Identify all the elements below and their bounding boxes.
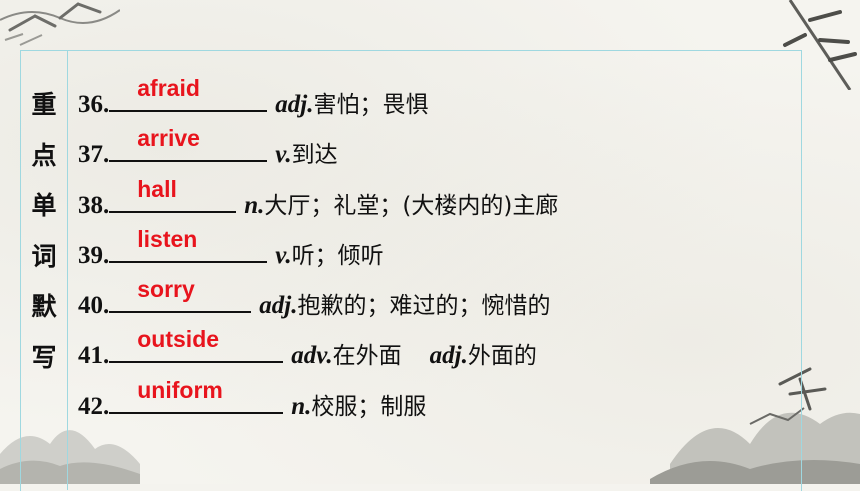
ink-bamboo-decoration — [0, 2, 120, 46]
vocab-row: 39. listen v.听；倾听 — [78, 227, 558, 277]
section-title-char: 写 — [31, 342, 57, 372]
vocab-row: 38. hall n.大厅；礼堂；(大楼内的)主廊 — [78, 177, 558, 227]
item-number: 39. — [78, 241, 110, 269]
item-number: 36. — [78, 91, 110, 118]
chinese-meaning: 害怕；畏惧 — [313, 92, 429, 118]
frame-divider — [67, 50, 68, 490]
section-title-char: 词 — [31, 241, 57, 271]
item-number: 37. — [78, 141, 110, 169]
chinese-meaning: 在外面 — [332, 343, 402, 370]
chinese-meaning-secondary: 外面的 — [467, 343, 537, 370]
vocab-row: 40. sorry adj.抱歉的；难过的；惋惜的 — [78, 277, 558, 327]
answer-blank: listen — [109, 225, 268, 263]
answer-blank: hall — [109, 175, 237, 213]
section-title-vertical: 重 点 单 词 默 写 — [22, 80, 66, 383]
answer-word: hall — [137, 175, 177, 202]
section-title-char: 单 — [31, 191, 57, 220]
item-number: 41. — [78, 342, 110, 370]
chinese-meaning: 到达 — [291, 142, 338, 169]
section-title-char: 点 — [31, 140, 57, 170]
answer-word: afraid — [137, 75, 200, 101]
item-number: 42. — [78, 392, 110, 420]
vocab-row: 42. uniform n.校服；制服 — [78, 378, 558, 428]
part-of-speech: n. — [291, 392, 312, 420]
item-number: 40. — [78, 292, 110, 320]
vocab-row: 36. afraid adj.害怕；畏惧 — [78, 76, 558, 126]
answer-word: outside — [137, 326, 220, 353]
ink-mountain-decoration — [0, 430, 140, 484]
answer-blank: arrive — [109, 125, 268, 163]
answer-blank: sorry — [109, 276, 252, 314]
ink-mountain-pine-decoration — [650, 367, 860, 484]
ink-bamboo-decoration — [783, 0, 857, 90]
chinese-meaning: 听；倾听 — [291, 242, 384, 269]
part-of-speech: v. — [275, 241, 292, 269]
chinese-meaning: 校服；制服 — [311, 393, 427, 420]
section-title-char: 默 — [31, 292, 57, 321]
answer-word: uniform — [137, 376, 223, 403]
answer-blank: afraid — [109, 75, 268, 112]
vocab-row: 37. arrive v.到达 — [78, 126, 558, 176]
answer-blank: outside — [109, 326, 284, 364]
vocab-row: 41. outside adv.在外面 adj.外面的 — [78, 327, 558, 377]
part-of-speech: n. — [244, 191, 265, 219]
answer-word: arrive — [137, 125, 200, 152]
content-frame — [20, 50, 802, 491]
part-of-speech: v. — [275, 141, 292, 169]
answer-word: sorry — [137, 276, 195, 303]
section-title-char: 重 — [31, 90, 57, 119]
item-number: 38. — [78, 191, 110, 219]
part-of-speech-secondary: adj. — [429, 342, 468, 370]
chinese-meaning: 大厅；礼堂；(大楼内的)主廊 — [264, 192, 559, 219]
part-of-speech: adj. — [275, 91, 314, 118]
part-of-speech: adj. — [259, 292, 298, 320]
chinese-meaning: 抱歉的；难过的；惋惜的 — [297, 293, 551, 320]
answer-word: listen — [137, 225, 198, 252]
part-of-speech: adv. — [291, 342, 333, 370]
answer-blank: uniform — [109, 376, 284, 414]
